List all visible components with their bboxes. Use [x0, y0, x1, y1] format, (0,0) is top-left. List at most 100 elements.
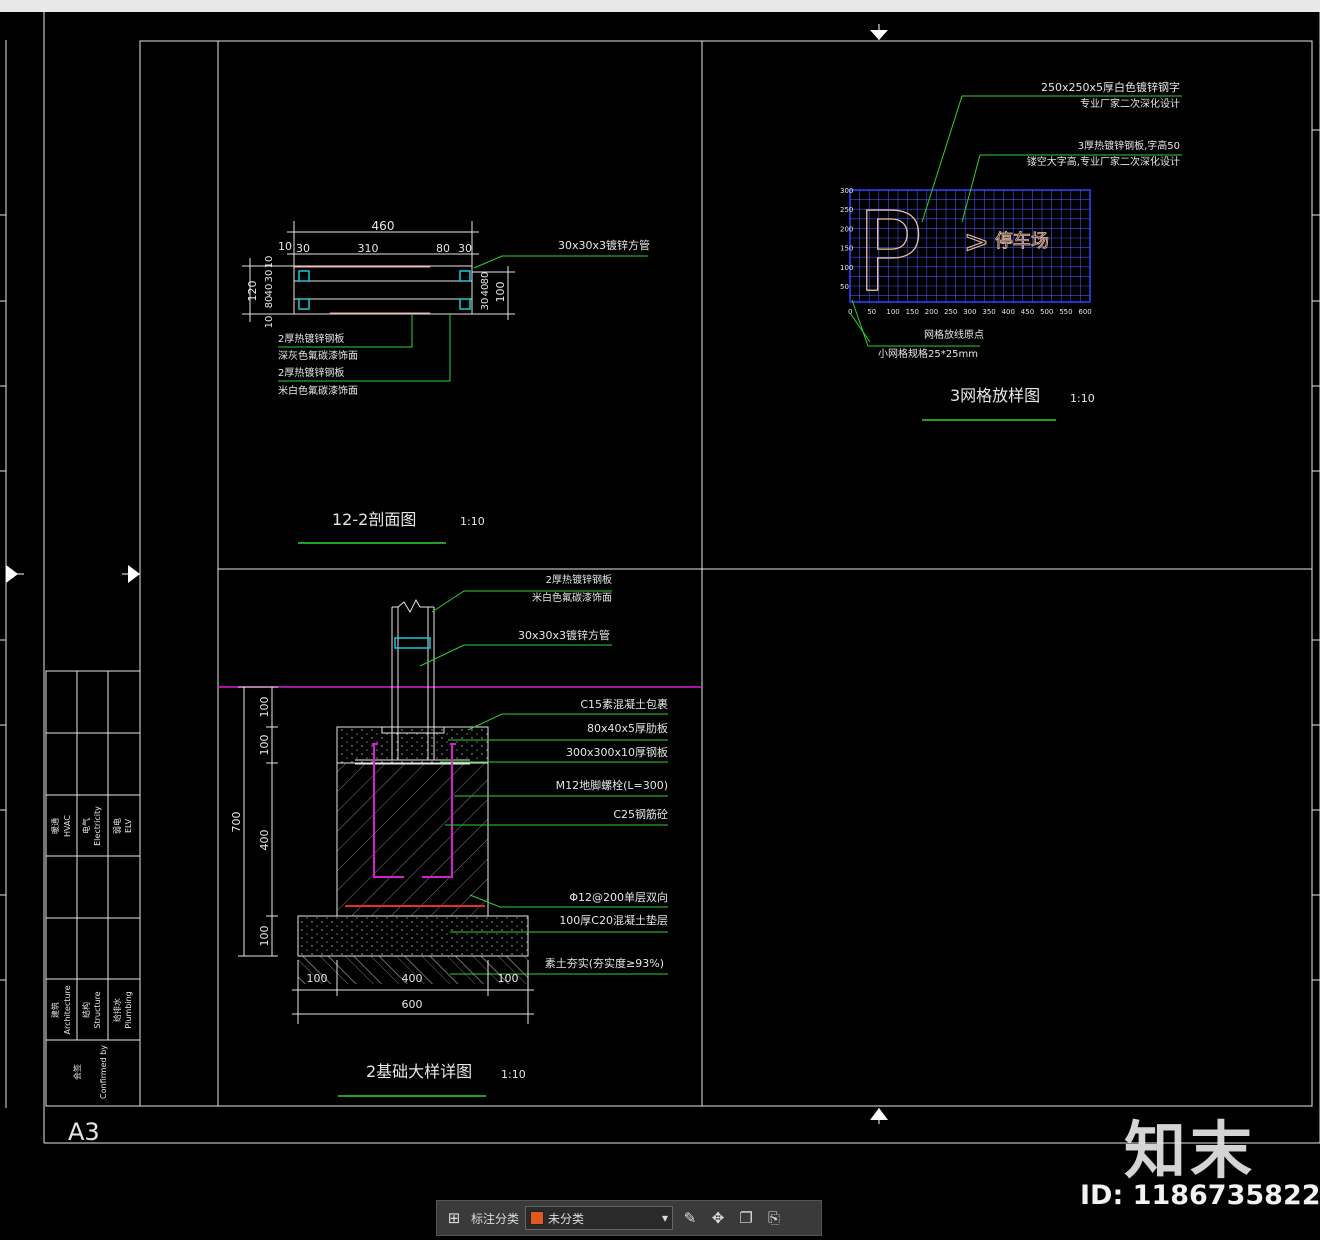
fd-v400: 400 — [258, 830, 271, 851]
fd-callout-plate: 2厚热镀锌钢板 — [546, 573, 612, 586]
tb-confirmed-en: Confirmed by — [99, 1045, 108, 1099]
grid-callout-1a: 250x250x5厚白色镀锌钢字 — [1041, 80, 1180, 94]
fd-callout-soil: 素土夯实(夯实度≥93%) — [545, 956, 664, 970]
fd-h600: 600 — [402, 998, 423, 1011]
copy-icon[interactable]: ❐ — [739, 1209, 753, 1227]
move-icon[interactable]: ✥ — [711, 1209, 725, 1227]
foundation-scale: 1:10 — [501, 1068, 526, 1081]
dim-total: 460 — [372, 219, 395, 233]
sheet-frame — [5, 12, 1320, 1144]
edit-icon[interactable]: ✎ — [683, 1209, 697, 1227]
fd-v700: 700 — [230, 812, 243, 833]
drawing-canvas[interactable]: 暖通 HVAC 电气 Electricity 弱电 ELV 建筑 Archite… — [0, 12, 1320, 1236]
grid-callout-2a: 3厚热镀锌钢板,字高50 — [1078, 139, 1180, 152]
grid-y-tick: 100 — [840, 264, 853, 272]
grid-x-tick: 350 — [982, 308, 995, 316]
grid-x-tick: 100 — [886, 308, 899, 316]
grid-x-tick: 250 — [944, 308, 957, 316]
paste-icon[interactable]: ⎘ — [768, 1209, 781, 1227]
section-12-2: 460 10 30 310 80 30 120 10 10 30 40 80 3… — [242, 219, 650, 544]
margin-ticks — [0, 129, 1320, 981]
dim-30a: 30 — [296, 242, 310, 255]
dim-30b: 30 — [458, 242, 472, 255]
grid-y-tick: 300 — [840, 187, 853, 195]
chevron-down-icon: ▾ — [661, 1211, 669, 1225]
grid-origin-label: 网格放线原点 — [924, 328, 984, 341]
window-top-strip — [0, 0, 1320, 12]
foundation-title: 2基础大样详图 — [366, 1062, 472, 1081]
sign-arrow: > — [964, 225, 989, 260]
callout-tube: 30x30x3镀锌方管 — [558, 238, 650, 252]
dim-10: 10 — [278, 240, 292, 253]
grid-x-tick: 400 — [1002, 308, 1015, 316]
grid-callout-1b: 专业厂家二次深化设计 — [1080, 97, 1180, 110]
callout-plate2: 2厚热镀锌钢板 — [278, 366, 344, 379]
dim-right-100: 100 — [494, 282, 507, 303]
dim-left-40: 40 — [264, 284, 275, 297]
fd-callout-tube: 30x30x3镀锌方管 — [518, 628, 610, 642]
fd-v100a: 100 — [258, 697, 271, 718]
grid-x-tick: 600 — [1078, 308, 1091, 316]
centering-arrow-lines — [6, 24, 880, 1124]
tb-structure-en: Structure — [93, 991, 102, 1028]
fd-callout-bolt: M12地脚螺栓(L=300) — [556, 778, 668, 792]
callout-plate1: 2厚热镀锌钢板 — [278, 332, 344, 345]
fd-callout-rib: 80x40x5厚肋板 — [587, 721, 668, 735]
fd-callout-rebar: Φ12@200单层双向 — [569, 890, 668, 904]
sign-letter: P — [856, 188, 922, 316]
dim-right-40: 40 — [480, 284, 491, 297]
annotation-toolbar: ⊞ 标注分类 未分类 ▾ ✎ ✥ ❐ ⎘ — [436, 1200, 822, 1236]
fd-callout-concrete-wrap: C15素混凝土包裹 — [580, 697, 668, 711]
grid-x-tick: 450 — [1021, 308, 1034, 316]
tb-electricity: 电气 — [81, 818, 91, 834]
dim-left-10b: 10 — [264, 316, 275, 329]
tb-structure: 结构 — [81, 1002, 91, 1018]
category-select-value: 未分类 — [548, 1211, 585, 1226]
title-block-labels: 暖通 HVAC 电气 Electricity 弱电 ELV 建筑 Archite… — [50, 806, 133, 1099]
section-12-title: 12-2剖面图 — [332, 510, 416, 529]
grid-category-icon[interactable]: ⊞ — [447, 1209, 461, 1227]
fd-callout-rc: C25钢筋砼 — [613, 807, 668, 821]
dim-right-30: 30 — [480, 298, 491, 311]
sheet-size-label: A3 — [68, 1118, 100, 1146]
grid-x-tick: 0 — [848, 308, 852, 316]
title-block — [45, 670, 141, 1107]
fd-callout-base-plate: 300x300x10厚钢板 — [566, 745, 668, 759]
tb-plumbing: 给排水 — [112, 998, 122, 1022]
dim-80: 80 — [436, 242, 450, 255]
tb-elv-en: ELV — [124, 818, 133, 833]
grid-spec-label: 小网格规格25*25mm — [878, 347, 978, 360]
tb-architecture: 建筑 — [50, 1002, 60, 1018]
grid-scale: 1:10 — [1070, 392, 1095, 405]
callout-finish2: 米白色氟碳漆饰面 — [278, 384, 358, 397]
sign-text: 停车场 — [995, 231, 1049, 252]
tb-plumbing-en: Plumbing — [124, 991, 133, 1028]
tb-elv: 弱电 — [112, 818, 122, 834]
tb-confirmed: 会签 — [72, 1064, 82, 1080]
grid-x-tick: 150 — [906, 308, 919, 316]
dim-left-30: 30 — [264, 270, 275, 283]
callout-finish1: 深灰色氟碳漆饰面 — [278, 349, 358, 362]
grid-x-tick: 550 — [1059, 308, 1072, 316]
category-color-swatch — [530, 1211, 545, 1225]
fd-v100b: 100 — [258, 735, 271, 756]
grid-y-tick: 250 — [840, 206, 853, 214]
fd-callout-cushion: 100厚C20混凝土垫层 — [559, 913, 668, 927]
annotation-category-label: 标注分类 — [471, 1211, 520, 1226]
grid-x-tick: 300 — [963, 308, 976, 316]
fd-callout-finish: 米白色氟碳漆饰面 — [532, 591, 612, 604]
category-select[interactable]: 未分类 ▾ — [525, 1206, 674, 1230]
dim-left-80: 80 — [264, 296, 275, 309]
dim-right-80: 80 — [480, 272, 491, 285]
fd-h100b: 100 — [498, 972, 519, 985]
grid-callout-2b: 镂空大字高,专业厂家二次深化设计 — [1027, 155, 1180, 168]
grid-x-tick: 50 — [867, 308, 876, 316]
dim-310: 310 — [358, 242, 379, 255]
tb-hvac: 暖通 — [50, 818, 60, 834]
tb-electricity-en: Electricity — [93, 806, 102, 846]
grid-x-tick: 200 — [925, 308, 938, 316]
fd-h400: 400 — [402, 972, 423, 985]
section-12-scale: 1:10 — [460, 515, 485, 528]
grid-title: 3网格放样图 — [950, 386, 1040, 405]
